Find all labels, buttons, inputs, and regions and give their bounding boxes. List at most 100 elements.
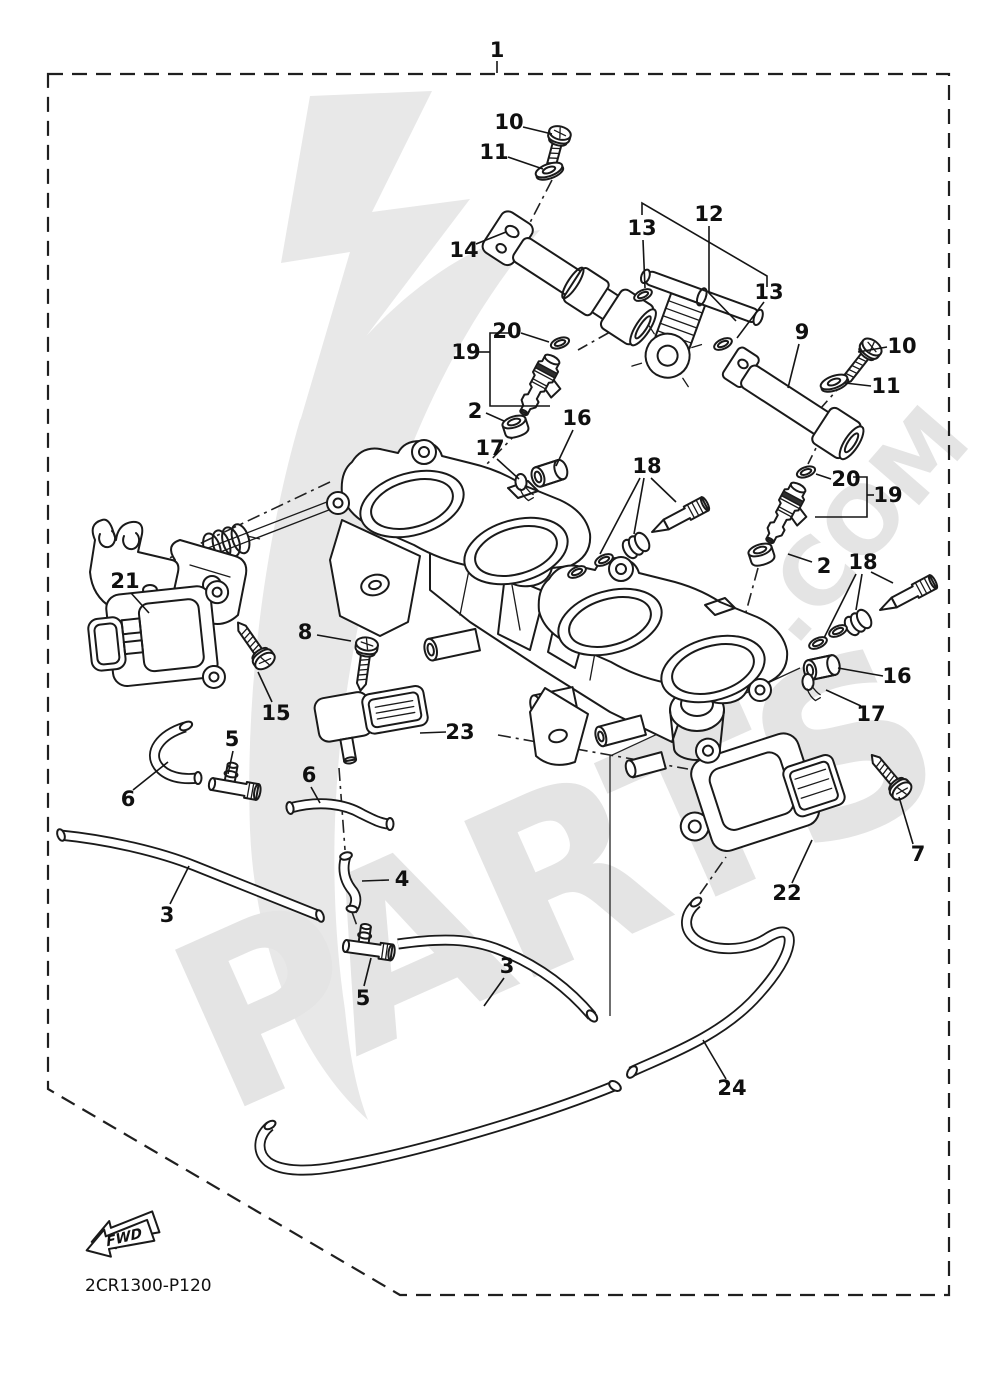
leader-line-10 (857, 346, 888, 353)
leader-line-11 (844, 382, 872, 387)
callout-5: 5 (356, 986, 371, 1010)
leader-line-5 (363, 957, 372, 987)
leader-line-18 (599, 477, 641, 555)
bracket-line (815, 476, 868, 518)
leader-line-20 (815, 473, 832, 480)
callout-10: 10 (494, 110, 523, 134)
leader-line-15 (257, 671, 273, 703)
leader-line-23 (419, 731, 447, 734)
leader-line-13 (736, 301, 765, 339)
watermark-crescent-swoosh (249, 230, 540, 1120)
leader-line-14 (475, 231, 507, 245)
hose-3-right (397, 934, 599, 1023)
leader-line-3 (483, 977, 505, 1007)
callout-3: 3 (500, 954, 515, 978)
leader-line-22 (791, 839, 813, 884)
callout-11: 11 (479, 140, 508, 164)
leader-line-4 (361, 879, 390, 882)
callout-5: 5 (225, 727, 240, 751)
hose-6-right (285, 798, 395, 831)
throttle-body-assembly (89, 439, 789, 779)
diagram-code: 2CR1300-P120 (85, 1276, 212, 1296)
leader-line-2 (787, 553, 813, 563)
callout-7: 7 (911, 842, 926, 866)
callout-24: 24 (717, 1076, 746, 1100)
callout-10: 10 (887, 334, 916, 358)
cap-16-left (528, 457, 571, 490)
o-ring-20-left (548, 334, 572, 352)
o-ring-20-right (794, 463, 818, 481)
tps-sensor-21 (87, 580, 230, 689)
leader-line-6 (310, 786, 321, 804)
leader-line-9 (787, 343, 800, 389)
leader-line-6 (132, 761, 169, 791)
callout-4: 4 (395, 867, 410, 891)
leader-line-24 (702, 1039, 727, 1080)
leader-line-13 (642, 239, 646, 289)
hose-4 (338, 851, 362, 914)
fwd-arrow: FWD (85, 1210, 161, 1258)
callout-19: 19 (451, 340, 480, 364)
leader-line-18 (823, 573, 857, 639)
bracket-line (855, 573, 863, 611)
watermark-bolt-swoosh (281, 91, 470, 425)
leader-line-16 (837, 667, 884, 677)
callout-19: 19 (873, 483, 902, 507)
callout-18: 18 (848, 550, 877, 574)
callout-14: 14 (449, 238, 478, 262)
hose-24 (254, 896, 795, 1176)
callout-2: 2 (817, 554, 832, 578)
fuel-rail-left-14 (481, 210, 657, 347)
flange-plate-rear (537, 556, 789, 705)
fuel-rail-right-9 (721, 346, 865, 461)
leader-line-17 (825, 689, 862, 707)
flange-plate-front (326, 439, 592, 588)
callout-12: 12 (694, 202, 723, 226)
hose-3-left (56, 828, 325, 923)
callout-1: 1 (490, 38, 505, 62)
callout-13: 13 (627, 216, 656, 240)
callout-6: 6 (302, 763, 317, 787)
callout-6: 6 (121, 787, 136, 811)
leader-line-12 (708, 226, 737, 322)
callout-13: 13 (754, 280, 783, 304)
leader-line-10 (522, 126, 553, 135)
bracket-line (633, 477, 645, 535)
callout-8: 8 (298, 620, 313, 644)
bracket-line (489, 332, 550, 407)
callout-20: 20 (492, 319, 521, 343)
sensor-22 (679, 732, 846, 852)
bracket-line (870, 571, 894, 584)
leader-line-5 (227, 750, 234, 775)
assembly-boundary-frame (46, 72, 951, 1297)
joint-pipe-12 (631, 268, 764, 388)
leader-line-8 (316, 634, 352, 642)
leader-line-16 (555, 429, 574, 467)
callout-17: 17 (856, 702, 885, 726)
callout-16: 16 (562, 406, 591, 430)
o-ring-13-right (711, 334, 735, 354)
callout-9: 9 (795, 320, 810, 344)
o-ring-13-left (631, 285, 655, 305)
callout-11: 11 (871, 374, 900, 398)
leader-line-2 (485, 412, 505, 422)
callout-17: 17 (475, 436, 504, 460)
washer-11-top (532, 158, 567, 184)
leader-line-3 (169, 865, 190, 905)
callout-2: 2 (468, 399, 483, 423)
callout-18: 18 (632, 454, 661, 478)
callout-20: 20 (831, 467, 860, 491)
leader-line-17 (496, 458, 520, 480)
callout-3: 3 (160, 903, 175, 927)
bracket-line (650, 477, 677, 503)
hose-6-left (149, 720, 203, 785)
leader-line-20 (520, 332, 550, 343)
leader-line-11 (507, 156, 544, 170)
callout-16: 16 (882, 664, 911, 688)
callout-layer: 1 10 11 14 13 12 13 9 10 11 20 19 2 16 17 18 20 19 2 18 16 17… (110, 38, 925, 1100)
callout-22: 22 (772, 881, 801, 905)
callout-15: 15 (261, 701, 290, 725)
seal-2-left (499, 412, 532, 441)
